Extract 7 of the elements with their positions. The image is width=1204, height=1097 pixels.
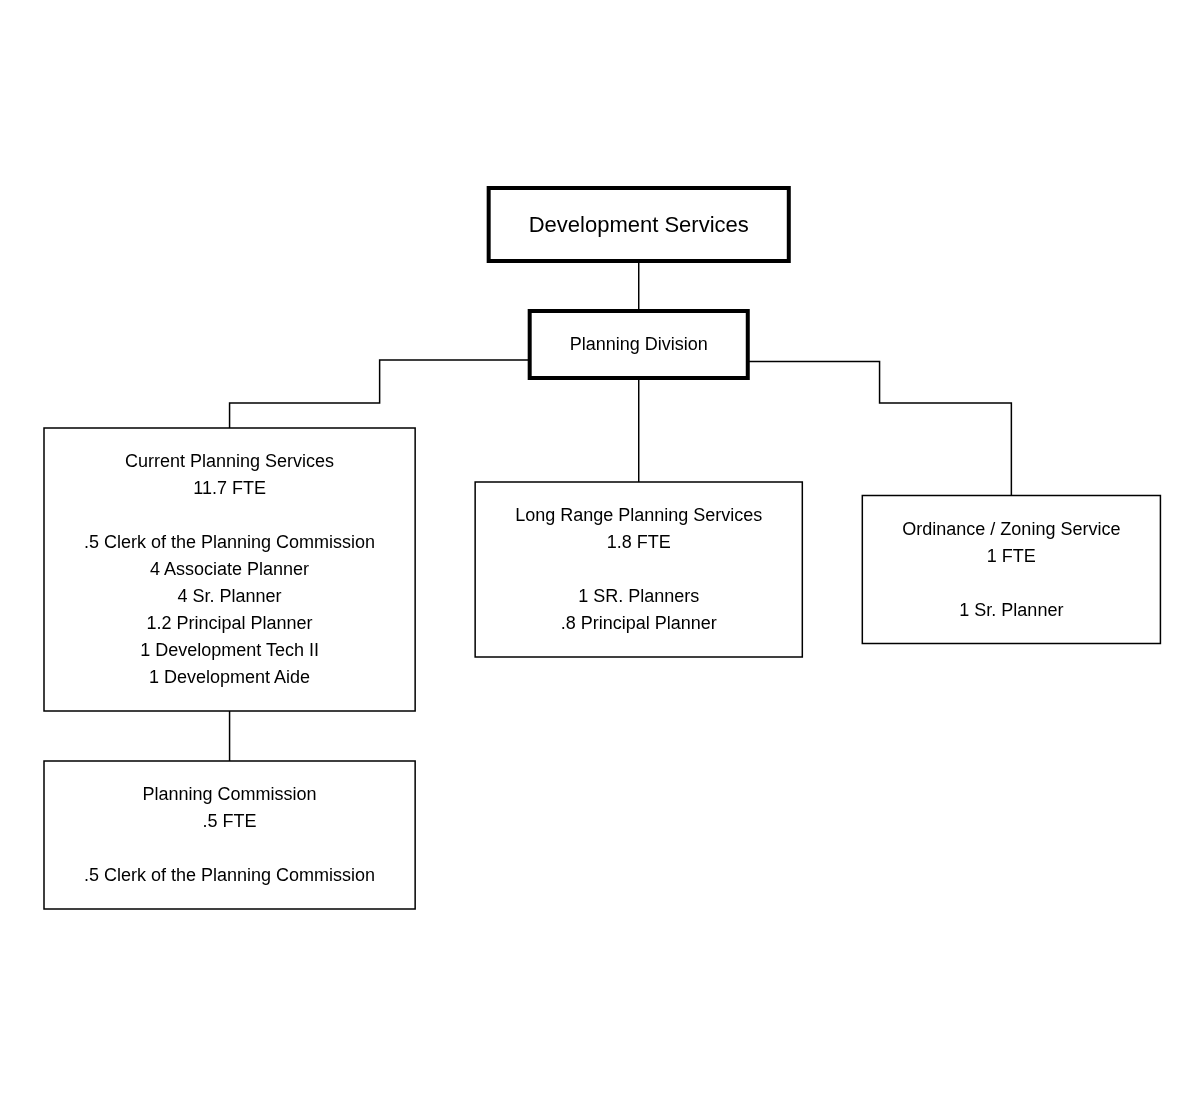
node-box: Long Range Planning Services 1.8 FTE 1 SR. Planners .8 Principal Planner	[474, 481, 803, 658]
node-box: Development Services	[486, 186, 791, 263]
node-box: Current Planning Services 11.7 FTE .5 Clerk of the Planning Commission 4 Associate Planner 4 Sr. Planner 1.2 Principal Planner 1 Development Tech II 1 Development Aide	[43, 427, 416, 712]
node-box: Planning Division	[527, 309, 750, 380]
connector	[228, 710, 231, 762]
node-box: Ordinance / Zoning Service 1 FTE 1 Sr. Planner	[861, 494, 1161, 645]
node-box: Planning Commission .5 FTE .5 Clerk of the Planning Commission	[43, 760, 416, 910]
